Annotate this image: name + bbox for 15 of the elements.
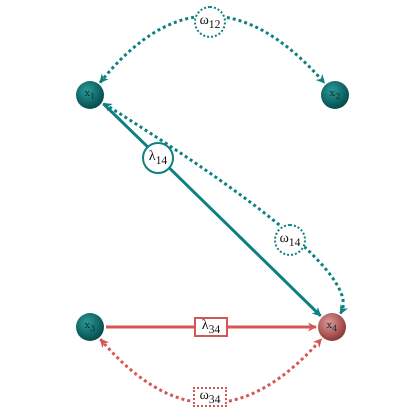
edge-label: ω$_{12}$ xyxy=(194,6,226,38)
sphere-node xyxy=(321,81,349,109)
arrow xyxy=(98,14,326,84)
node-label: x$_{3}$ xyxy=(84,321,96,333)
sphere-node xyxy=(76,313,104,341)
node-label: x$_{2}$ xyxy=(330,89,340,101)
edge-label: λ$_{34}$ xyxy=(194,317,228,337)
edge-label: ω$_{34}$ xyxy=(193,387,227,407)
edge-label: ω$_{14}$ xyxy=(274,224,306,256)
node-label: x$_{4}$ xyxy=(326,321,338,333)
node-label: x$_{1}$ xyxy=(84,89,96,101)
arrow xyxy=(99,338,323,405)
edge-label: λ$_{14}$ xyxy=(142,142,174,174)
sphere-node xyxy=(76,81,104,109)
sphere-node xyxy=(318,313,346,341)
